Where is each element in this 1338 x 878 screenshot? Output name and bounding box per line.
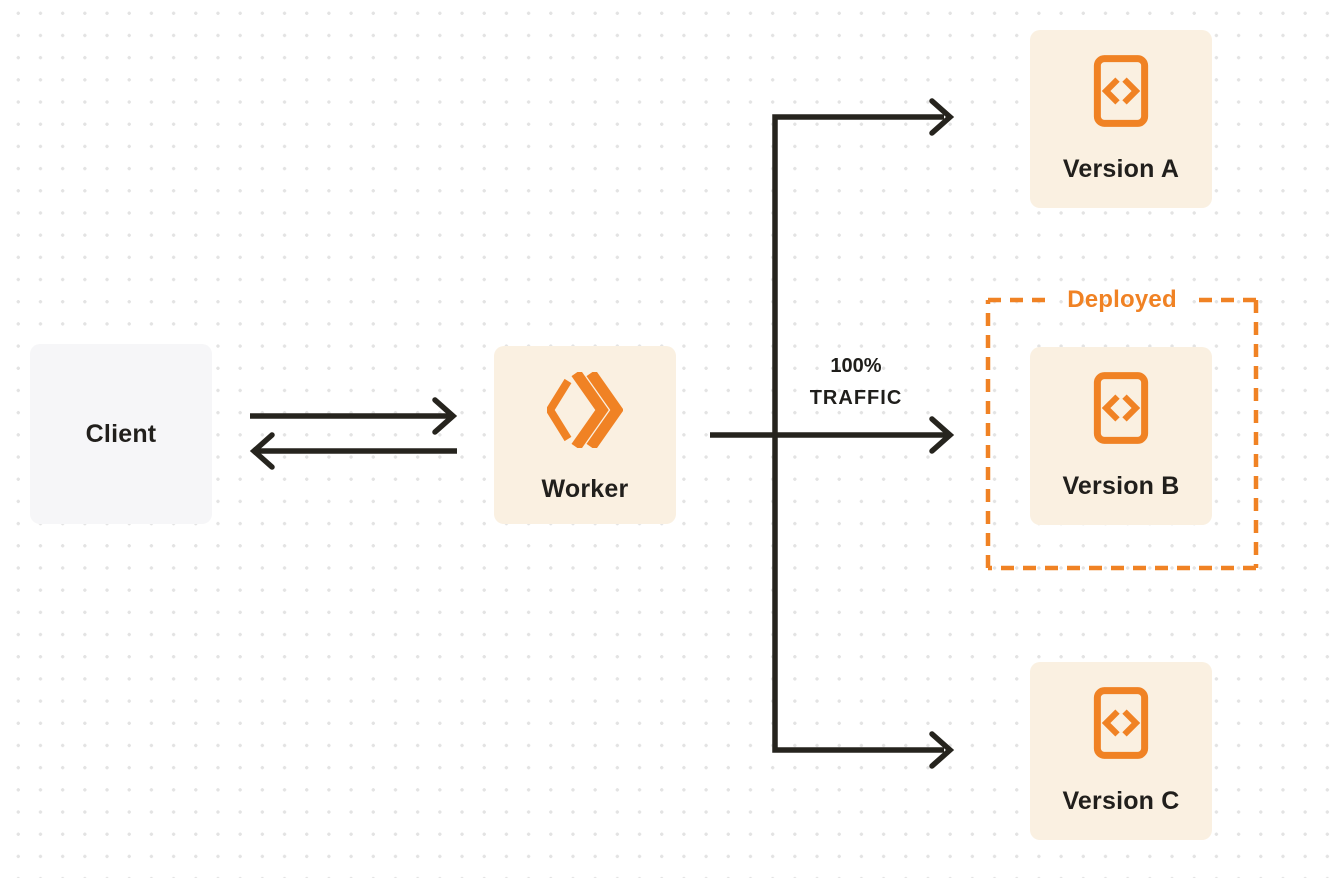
- version-a-arrowhead-icon: [929, 98, 955, 136]
- version-b-node: Version B: [1030, 347, 1212, 525]
- version-c-node: Version C: [1030, 662, 1212, 840]
- version-a-node: Version A: [1030, 30, 1212, 208]
- deployed-badge-label: Deployed: [1067, 286, 1177, 313]
- request-arrowhead-icon: [432, 397, 458, 435]
- traffic-annotation: 100% TRAFFIC: [772, 350, 940, 414]
- client-label: Client: [85, 419, 157, 448]
- code-document-icon: [1093, 687, 1149, 759]
- version-c-label: Version C: [1062, 787, 1180, 815]
- branch-trunk-line: [772, 114, 944, 753]
- worker-node: Worker: [494, 346, 676, 524]
- version-a-label: Version A: [1062, 155, 1180, 183]
- response-arrowhead-icon: [249, 432, 275, 470]
- client-node: Client: [30, 344, 212, 524]
- code-document-icon: [1093, 372, 1149, 444]
- worker-label: Worker: [541, 475, 629, 503]
- traffic-word-text: TRAFFIC: [809, 387, 903, 409]
- version-b-label: Version B: [1062, 472, 1180, 500]
- traffic-percent-text: 100%: [830, 355, 882, 377]
- version-c-arrowhead-icon: [929, 731, 955, 769]
- cloudflare-workers-logo-icon: [547, 372, 623, 448]
- code-document-icon: [1093, 55, 1149, 127]
- version-b-arrowhead-icon: [929, 416, 955, 454]
